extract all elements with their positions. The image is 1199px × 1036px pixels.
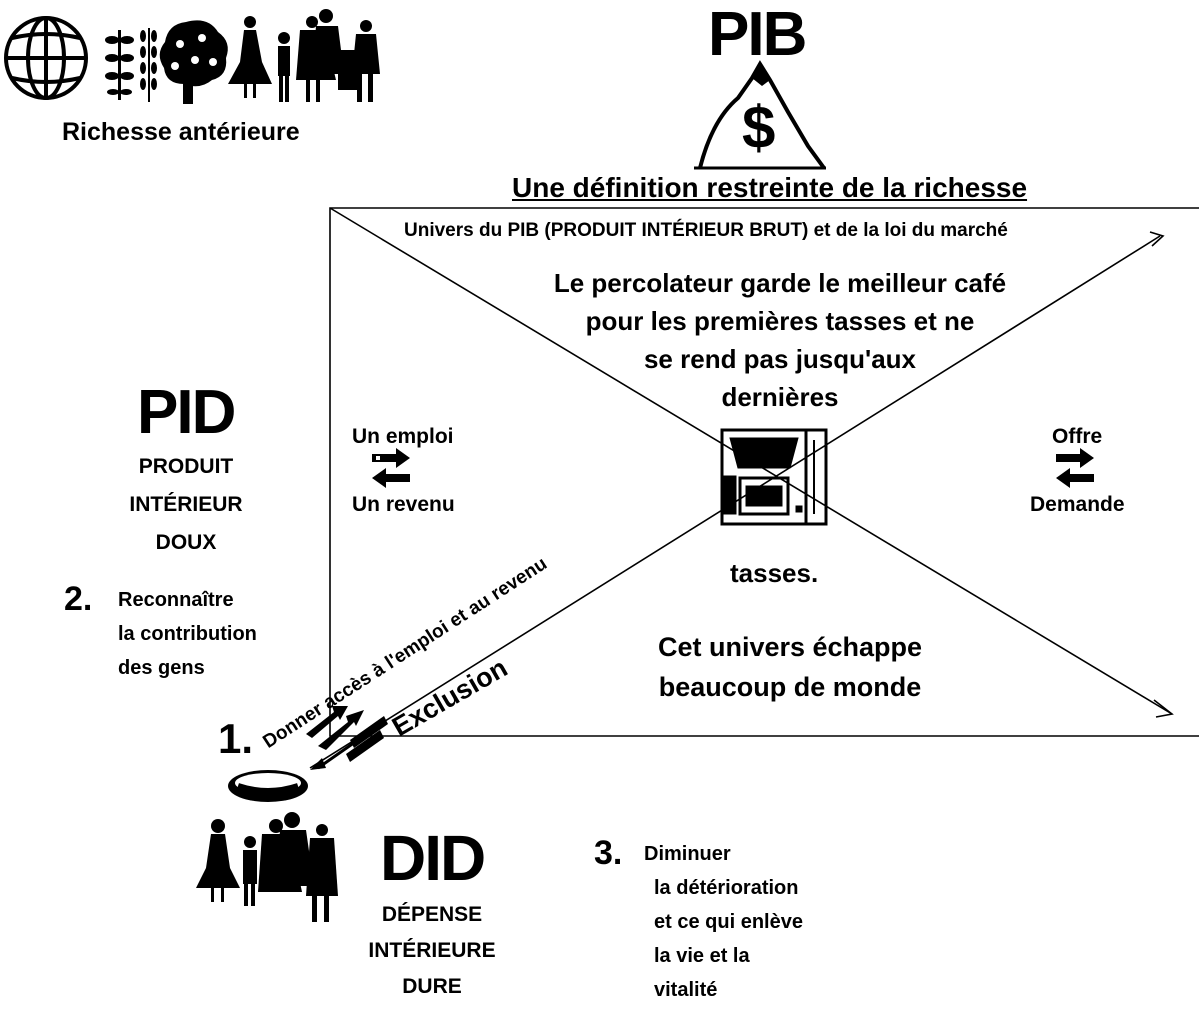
exchange-right-bottom: Demande (1030, 493, 1125, 516)
percolator-line-4: dernières (721, 382, 839, 412)
did-line-1: DÉPENSE (381, 903, 483, 926)
globe-icon (4, 16, 88, 100)
percolator-line-3: se rend pas jusqu'aux (643, 344, 917, 374)
pid-line-3: DOUX (155, 531, 217, 554)
step-3-number: 3. (594, 834, 623, 872)
step-3-line-5: vitalité (654, 979, 718, 1001)
step-3-line-3: et ce qui enlève (654, 911, 803, 933)
fruit-tree-icon (159, 20, 228, 104)
escape-line-1: Cet univers échappe (657, 632, 923, 662)
exchange-arrows-left (372, 448, 410, 488)
exchange-right-top: Offre (1052, 425, 1103, 448)
arrowhead-top-right (1149, 231, 1165, 247)
access-exclusion-arrows (306, 706, 388, 770)
wheat-icon (140, 28, 157, 102)
exchange-left-bottom: Un revenu (352, 493, 455, 516)
escape-line-2: beaucoup de monde (658, 672, 922, 702)
richesse-anterieure-label: Richesse antérieure (62, 118, 300, 146)
pid-title: PID (137, 378, 236, 447)
people-group-icon (228, 9, 380, 102)
pid-line-2: INTÉRIEUR (129, 493, 243, 516)
did-title: DID (380, 822, 486, 894)
pib-subtitle: Une définition restreinte de la richesse (512, 172, 1028, 203)
step-2-line-3: des gens (118, 657, 205, 679)
arrowhead-bottom-right (1153, 699, 1174, 718)
percolator-line-1: Le percolateur garde le meilleur café (553, 268, 1007, 298)
step-3-line-2: la détérioration (654, 877, 799, 899)
did-line-3: DURE (402, 975, 462, 998)
step-3-line-4: la vie et la (654, 945, 750, 967)
pid-line-1: PRODUIT (138, 455, 234, 478)
hole-icon (228, 770, 308, 802)
pib-title: PIB (708, 0, 807, 69)
step-2-line-1: Reconnaître (118, 589, 234, 611)
step-2-line-2: la contribution (118, 623, 257, 645)
plant-icon (105, 30, 134, 100)
market-universe-heading: Univers du PIB (PRODUIT INTÉRIEUR BRUT) … (404, 220, 1008, 241)
step-1-number: 1. (218, 715, 254, 762)
did-line-2: INTÉRIEURE (368, 939, 496, 962)
coffee-percolator-icon (720, 428, 828, 526)
percolator-line-2: pour les premières tasses et ne (585, 306, 975, 336)
exchange-arrows-right (1056, 448, 1094, 488)
percolator-end: tasses. (730, 558, 819, 588)
step-2-number: 2. (64, 580, 93, 618)
money-mountain-icon (694, 60, 826, 170)
exchange-left-top: Un emploi (352, 425, 454, 448)
step-3-line-1: Diminuer (644, 843, 731, 865)
excluded-people-icon (196, 812, 338, 922)
dollar-symbol: $ (742, 94, 776, 161)
